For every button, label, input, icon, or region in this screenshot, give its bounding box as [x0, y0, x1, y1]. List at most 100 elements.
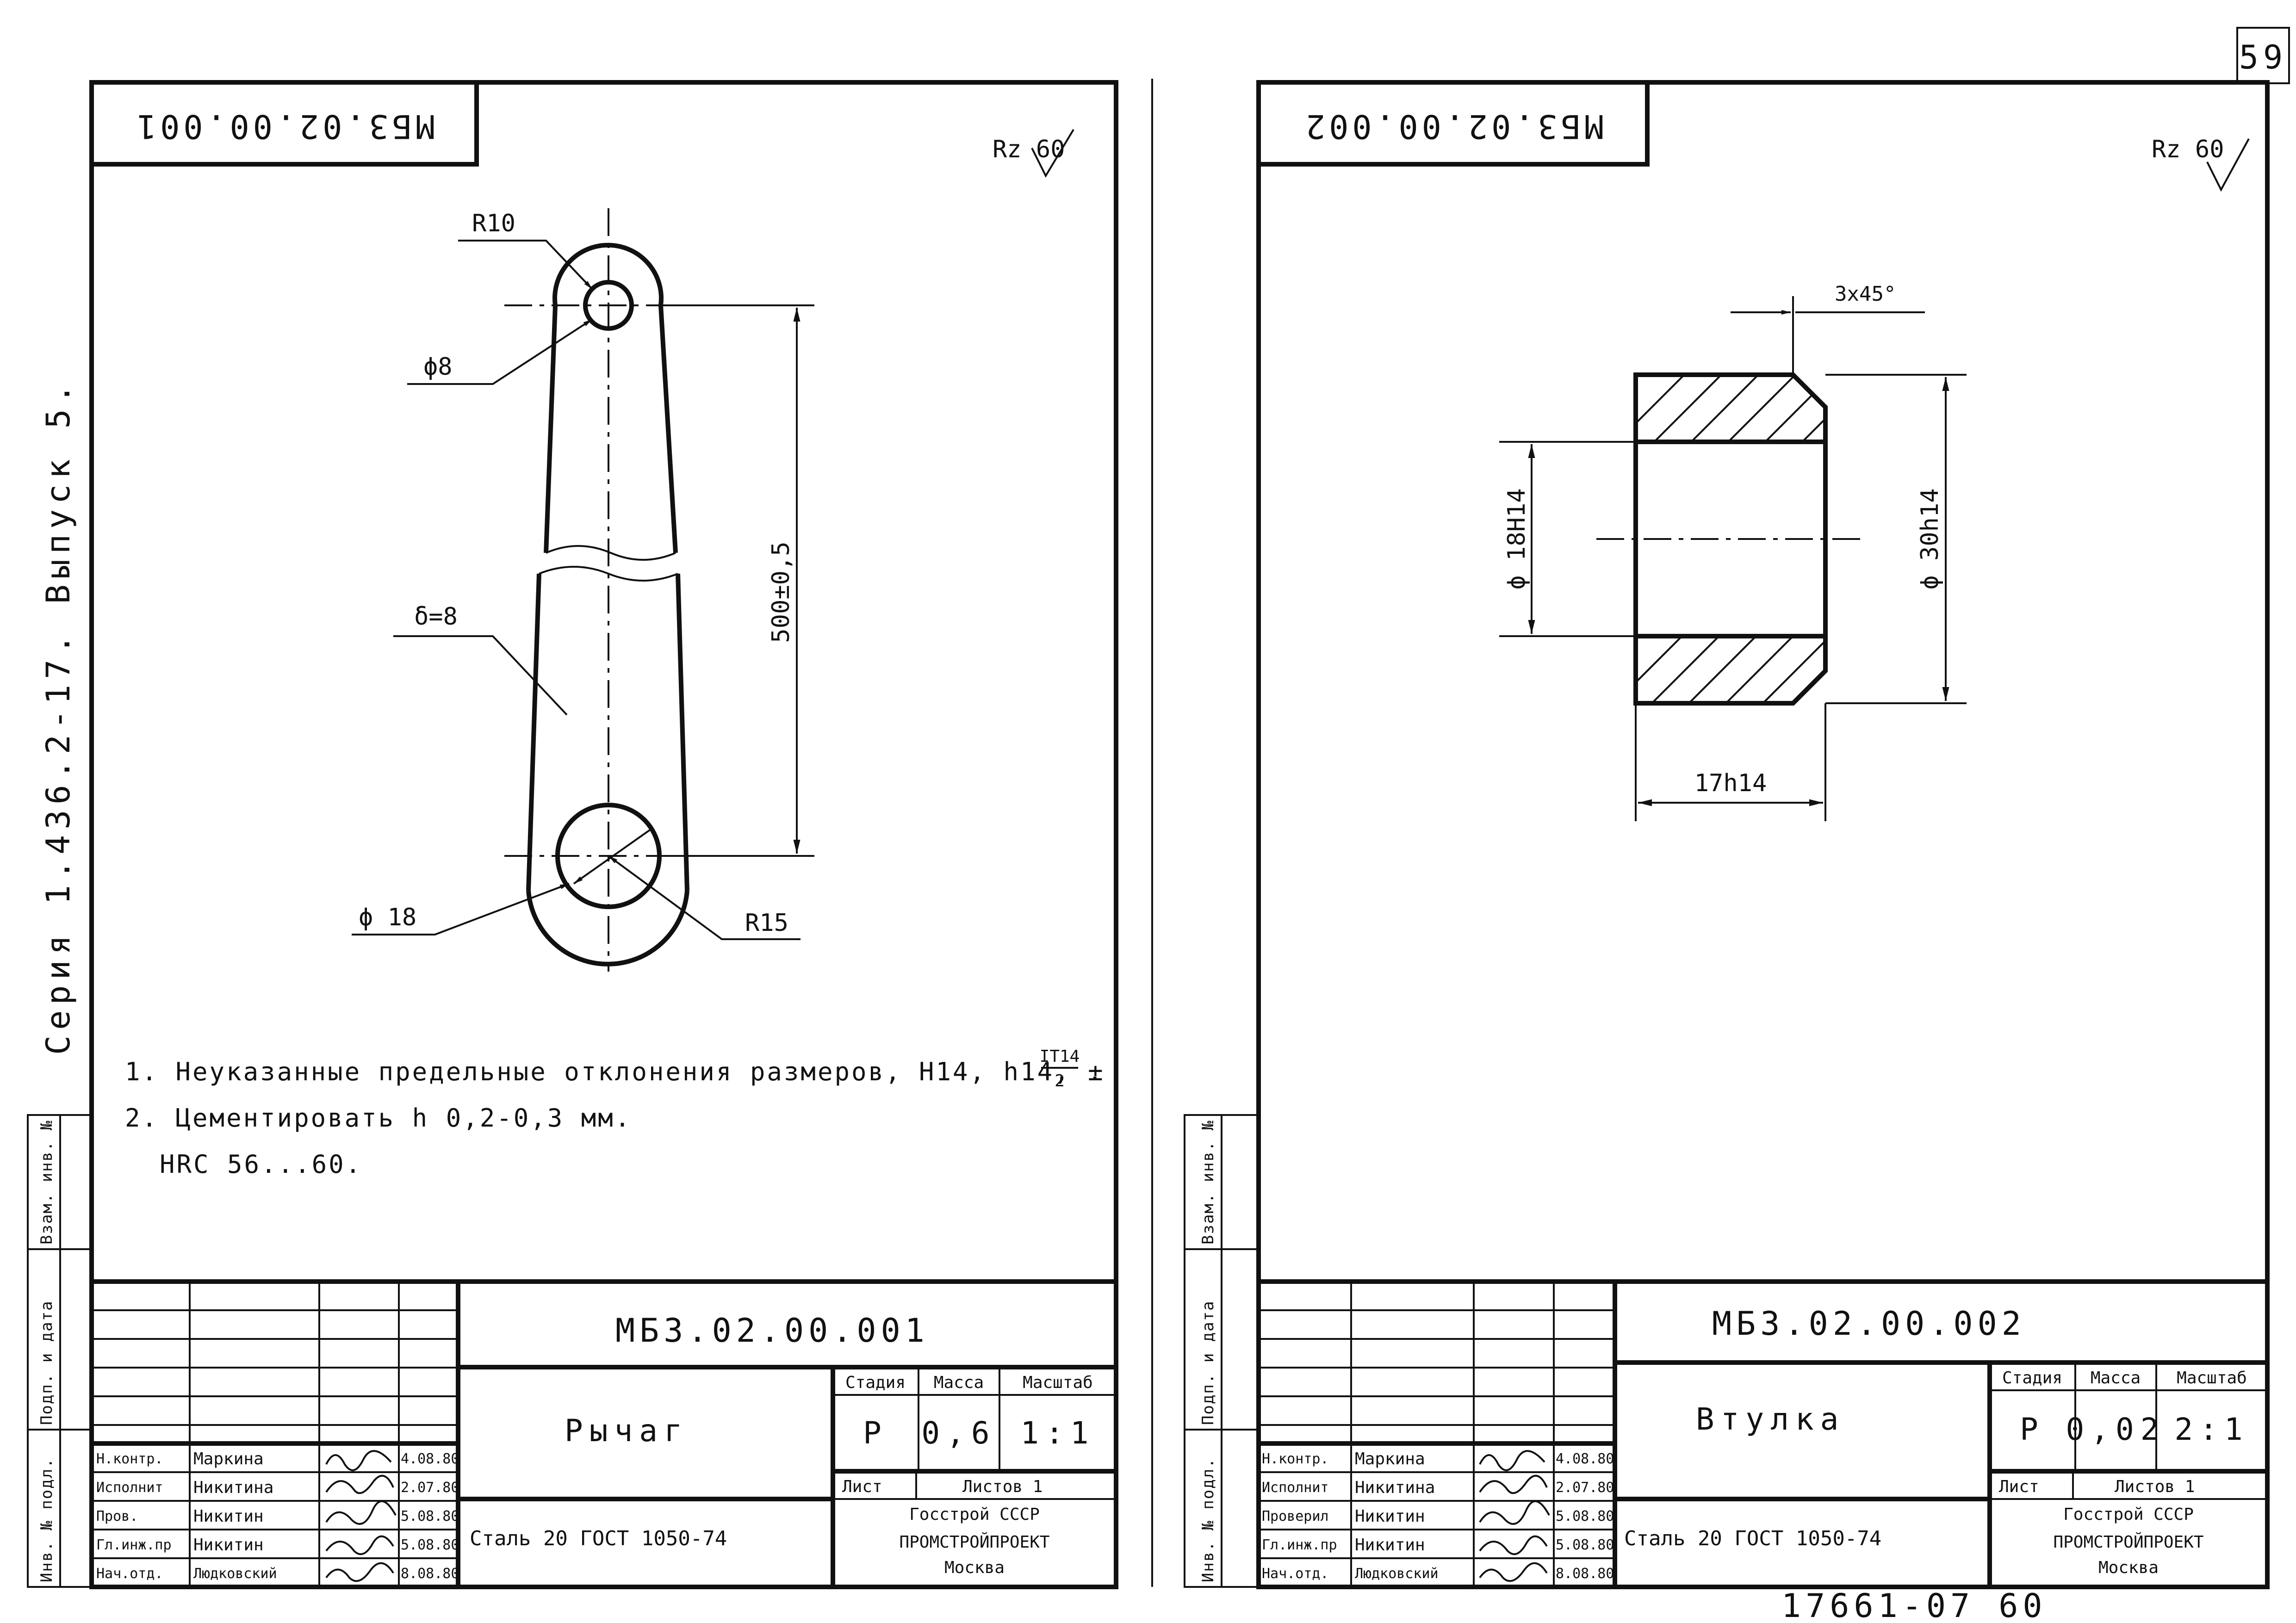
hatch-top: [1636, 375, 1825, 442]
material-left: Сталь 20 ГОСТ 1050-74: [470, 1527, 727, 1550]
org-line-3: Москва: [944, 1558, 1005, 1577]
date-1-r: 2.07.80: [1556, 1480, 1614, 1496]
person-3: Никитин: [193, 1536, 264, 1555]
material-right: Сталь 20 ГОСТ 1050-74: [1624, 1527, 1881, 1550]
note-fraction-num: IT14: [1040, 1047, 1080, 1066]
lever-part: 500±0,5 R10 ϕ8 δ=8 ϕ 18 R15: [352, 208, 814, 972]
person-4: Людковский: [193, 1566, 277, 1582]
side-stub-left: Инв. № подл. Подп. и дата Взам. инв. №: [27, 1114, 93, 1588]
dim-chamfer: 3x45°: [1835, 282, 1896, 306]
role-0: Н.контр.: [96, 1451, 163, 1467]
stub-label-sign-r: Подп. и дата: [1199, 1300, 1217, 1425]
code-box-left: [92, 82, 479, 167]
dim-length-left: 500±0,5: [767, 541, 795, 643]
code-box-right: [1259, 82, 1650, 167]
lever-top-head: [552, 242, 678, 553]
scale-value: 1:1: [1020, 1415, 1095, 1451]
role-1: Исполнит: [96, 1480, 163, 1496]
note-fraction-den: 2: [1055, 1072, 1065, 1090]
page-number-box: 59: [2236, 27, 2290, 84]
scale-value-r: 2:1: [2174, 1412, 2249, 1447]
role-3: Гл.инж.пр: [96, 1537, 172, 1553]
signature-marks-r: [1479, 1450, 1550, 1582]
side-stub-right: Инв. № подл. Подп. и дата Взам. инв. №: [1184, 1114, 1260, 1588]
person-3-r: Никитин: [1355, 1536, 1425, 1555]
title-block-right: Н.контр. Исполнит Проверил Гл.инж.пр Нач…: [1259, 1279, 2267, 1587]
part-name-right: Втулка: [1696, 1401, 1845, 1437]
stub-label-repl-r: Взам. инв. №: [1199, 1120, 1217, 1245]
dim-outer: ϕ 30h14: [1916, 488, 1944, 589]
note-1: 1. Неуказанные предельные отклонения раз…: [125, 1057, 1105, 1086]
date-4-r: 8.08.80: [1556, 1566, 1614, 1582]
roughness-sign-left: Rz 60: [993, 129, 1074, 178]
stage-value-r: Р: [2020, 1412, 2045, 1447]
part-name-left: Рычаг: [565, 1413, 689, 1449]
stub-label-inv-r: Инв. № подл.: [1199, 1457, 1217, 1582]
org-line-2-r: ПРОМСТРОЙПРОЕКТ: [2053, 1532, 2203, 1552]
note-2: 2. Цементировать h 0,2-0,3 мм.: [125, 1103, 632, 1133]
bushing-part: 3x45° ϕ 18H14 ϕ 30h14 17h14: [1499, 282, 1967, 821]
signature-marks: [325, 1450, 397, 1582]
bottom-code: 17661-07 60: [1781, 1587, 2047, 1623]
hatch-bottom: [1636, 636, 1825, 703]
role-4: Нач.отд.: [96, 1566, 163, 1582]
org-line-3-r: Москва: [2098, 1558, 2159, 1577]
org-line-1: Госстрой СССР: [909, 1505, 1040, 1524]
dim-length-right: 17h14: [1694, 769, 1767, 797]
svg-text:Rz 60: Rz 60: [2152, 136, 2224, 163]
date-3-r: 5.08.80: [1556, 1537, 1614, 1553]
sheet-left: МБ3.02.00.001 Rz 60 Инв. № подл. Подп. и…: [27, 80, 1118, 1589]
head-stage: Стадия: [845, 1373, 906, 1392]
stub-label-repl: Взам. инв. №: [37, 1120, 56, 1245]
person-2: Никитин: [193, 1507, 264, 1526]
designation-right: МБ3.02.00.002: [1712, 1305, 2026, 1343]
org-line-2: ПРОМСТРОЙПРОЕКТ: [899, 1532, 1049, 1552]
note-3: HRC 56...60.: [160, 1150, 362, 1179]
dim-inner: ϕ 18H14: [1503, 488, 1531, 589]
head-stage-r: Стадия: [2002, 1369, 2062, 1388]
sheets-label-r: Листов 1: [2115, 1477, 2195, 1496]
notes-left: 1. Неуказанные предельные отклонения раз…: [125, 1047, 1105, 1179]
role-0-r: Н.контр.: [1262, 1451, 1329, 1467]
person-1-r: Никитина: [1355, 1478, 1435, 1497]
date-1: 2.07.80: [401, 1480, 459, 1496]
head-scale-r: Масштаб: [2177, 1369, 2247, 1388]
date-2: 5.08.80: [401, 1508, 459, 1524]
date-2-r: 5.08.80: [1556, 1508, 1614, 1524]
sheets-label: Листов 1: [962, 1477, 1043, 1496]
stub-label-sign: Подп. и дата: [37, 1300, 56, 1425]
role-2-r: Проверил: [1262, 1508, 1329, 1524]
svg-text:Rz 60: Rz 60: [993, 136, 1065, 163]
date-0-r: 4.08.80: [1556, 1451, 1614, 1467]
head-mass: Масса: [934, 1373, 984, 1392]
role-1-r: Исполнит: [1262, 1480, 1329, 1496]
code-inverted-left: МБ3.02.00.001: [133, 107, 435, 145]
head-scale: Масштаб: [1023, 1373, 1093, 1392]
stub-label-inv: Инв. № подл.: [37, 1457, 56, 1582]
dim-d8: ϕ8: [423, 353, 453, 381]
dim-thickness: δ=8: [414, 603, 458, 631]
dim-d18: ϕ 18: [359, 904, 416, 931]
roughness-sign-right: Rz 60: [2152, 136, 2250, 192]
head-mass-r: Масса: [2091, 1369, 2141, 1388]
date-0: 4.08.80: [401, 1451, 459, 1467]
role-3-r: Гл.инж.пр: [1262, 1537, 1337, 1553]
dim-r15: R15: [745, 909, 788, 937]
page-number: 59: [2239, 38, 2287, 76]
designation-left: МБ3.02.00.001: [615, 1312, 929, 1350]
svg-text:.: .: [1087, 1057, 1105, 1086]
code-inverted-right: МБ3.02.00.002: [1302, 107, 1604, 145]
stage-value: Р: [863, 1415, 888, 1451]
sheet-label: Лист: [842, 1477, 882, 1496]
sheet-label-r: Лист: [1999, 1477, 2039, 1496]
sheet-right: МБ3.02.00.002 Rz 60 Инв. № подл. Подп. и…: [1184, 80, 2270, 1589]
date-3: 5.08.80: [401, 1537, 459, 1553]
series-label: Серия 1.436.2-17. Выпуск 5.: [39, 378, 77, 1055]
person-4-r: Людковский: [1355, 1566, 1439, 1582]
person-1: Никитина: [193, 1478, 273, 1497]
date-4: 8.08.80: [401, 1566, 459, 1582]
title-block-left: Н.контр. Исполнит Пров. Гл.инж.пр Нач.от…: [92, 1279, 1116, 1587]
org-line-1-r: Госстрой СССР: [2063, 1505, 2194, 1524]
person-2-r: Никитин: [1355, 1507, 1425, 1526]
